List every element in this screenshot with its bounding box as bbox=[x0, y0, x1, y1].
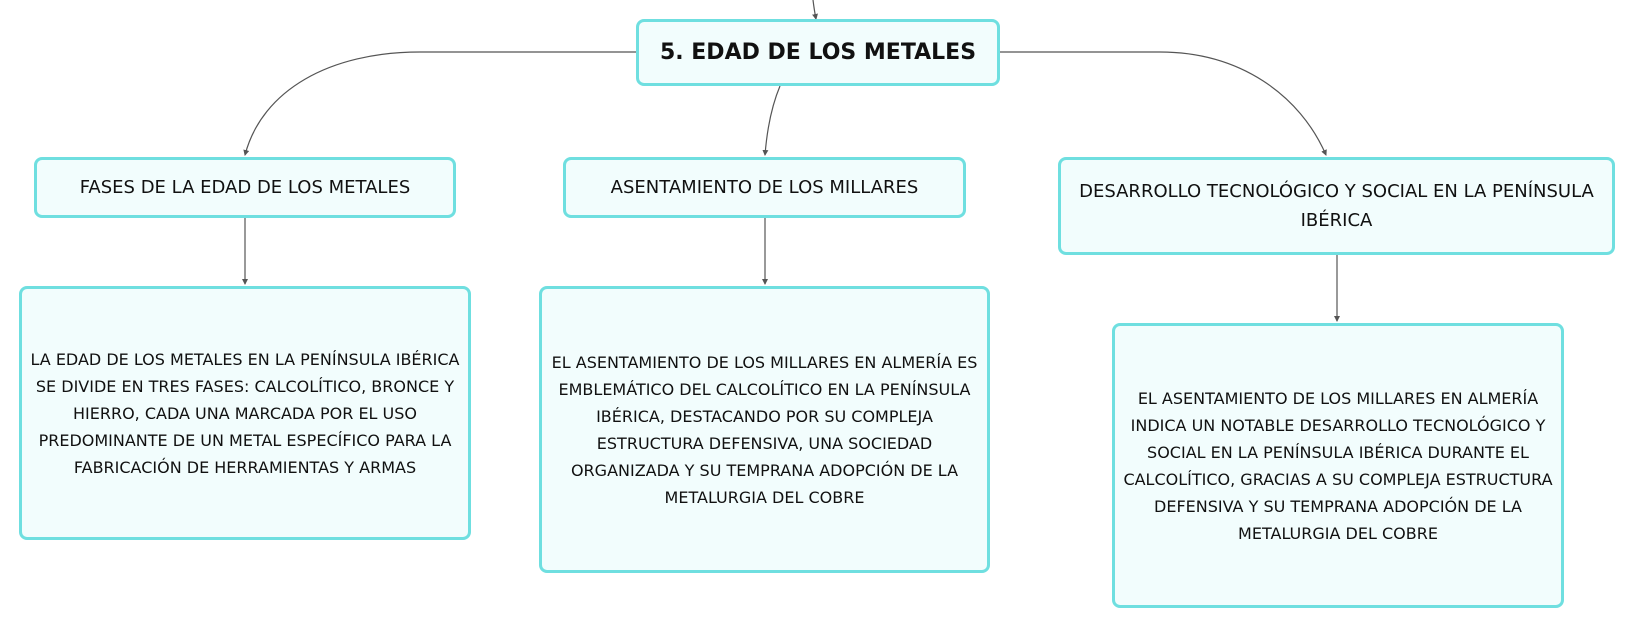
topic-node-label: DESARROLLO TECNOLÓGICO Y SOCIAL EN LA PE… bbox=[1079, 181, 1594, 231]
connector-root-to-topic-2 bbox=[762, 85, 781, 156]
detail-node-text: EL ASENTAMIENTO DE LOS MILLARES EN ALMER… bbox=[1123, 388, 1553, 543]
topic-node-label: ASENTAMIENTO DE LOS MILLARES bbox=[610, 177, 919, 198]
detail-node-text: EL ASENTAMIENTO DE LOS MILLARES EN ALMER… bbox=[551, 352, 978, 507]
detail-node-fases[interactable]: LA EDAD DE LOS METALES EN LA PENÍNSULA I… bbox=[19, 286, 471, 540]
topic-node-asentamiento[interactable]: ASENTAMIENTO DE LOS MILLARES bbox=[563, 157, 966, 218]
detail-node-asentamiento[interactable]: EL ASENTAMIENTO DE LOS MILLARES EN ALMER… bbox=[539, 286, 990, 573]
topic-node-label: FASES DE LA EDAD DE LOS METALES bbox=[79, 177, 411, 198]
connector-parent-to-root bbox=[812, 0, 818, 20]
topic-node-desarrollo[interactable]: DESARROLLO TECNOLÓGICO Y SOCIAL EN LA PE… bbox=[1058, 157, 1615, 255]
connector-root-to-topic-3 bbox=[1000, 51, 1327, 156]
detail-node-desarrollo[interactable]: EL ASENTAMIENTO DE LOS MILLARES EN ALMER… bbox=[1112, 323, 1564, 608]
topic-node-fases[interactable]: FASES DE LA EDAD DE LOS METALES bbox=[34, 157, 456, 218]
root-node[interactable]: 5. EDAD DE LOS METALES bbox=[636, 19, 1000, 86]
connector-root-to-topic-1 bbox=[243, 51, 636, 156]
root-node-label: 5. EDAD DE LOS METALES bbox=[659, 40, 977, 65]
detail-node-text: LA EDAD DE LOS METALES EN LA PENÍNSULA I… bbox=[30, 349, 460, 477]
